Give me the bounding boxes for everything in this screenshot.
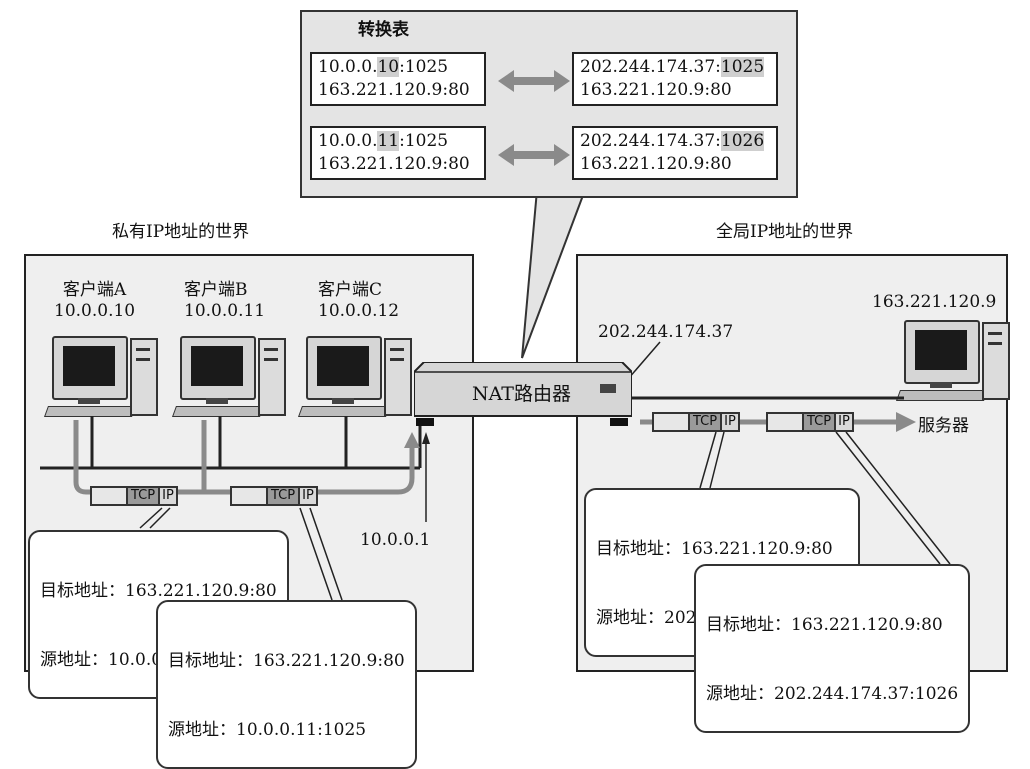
server-ip-label: 163.221.120.9	[872, 292, 997, 312]
nat-row1-public: 202.244.174.37:1025 163.221.120.9:80	[572, 52, 778, 106]
nat-row1-private: 10.0.0.10:1025 163.221.120.9:80	[310, 52, 486, 106]
packet-note-private-2: 目标地址：163.221.120.9:80 源地址：10.0.0.11:1025	[156, 600, 417, 769]
nat-row2-private: 10.0.0.11:1025 163.221.120.9:80	[310, 126, 486, 180]
nat-router: NAT路由器	[413, 361, 633, 426]
packet-note-global-2: 目标地址：163.221.120.9:80 源地址：202.244.174.37…	[694, 564, 971, 733]
client-c-computer	[297, 336, 412, 428]
gateway-ip: 10.0.0.1	[360, 530, 431, 550]
router-public-ip: 202.244.174.37	[598, 322, 734, 342]
client-b-computer	[171, 336, 286, 428]
global-world-label: 全局IP地址的世界	[716, 222, 854, 242]
nat-table-callout: 转换表 10.0.0.10:1025 163.221.120.9:80 202.…	[300, 10, 798, 198]
nat-router-label: NAT路由器	[472, 383, 571, 405]
server-label: 服务器	[918, 416, 969, 436]
client-a-computer	[43, 336, 158, 428]
nat-row2-public: 202.244.174.37:1026 163.221.120.9:80	[572, 126, 778, 180]
double-arrow-icon	[498, 70, 570, 92]
nat-table-title: 转换表	[358, 20, 409, 40]
server-computer	[895, 320, 1010, 412]
double-arrow-icon	[498, 144, 570, 166]
private-world-label: 私有IP地址的世界	[112, 222, 250, 242]
